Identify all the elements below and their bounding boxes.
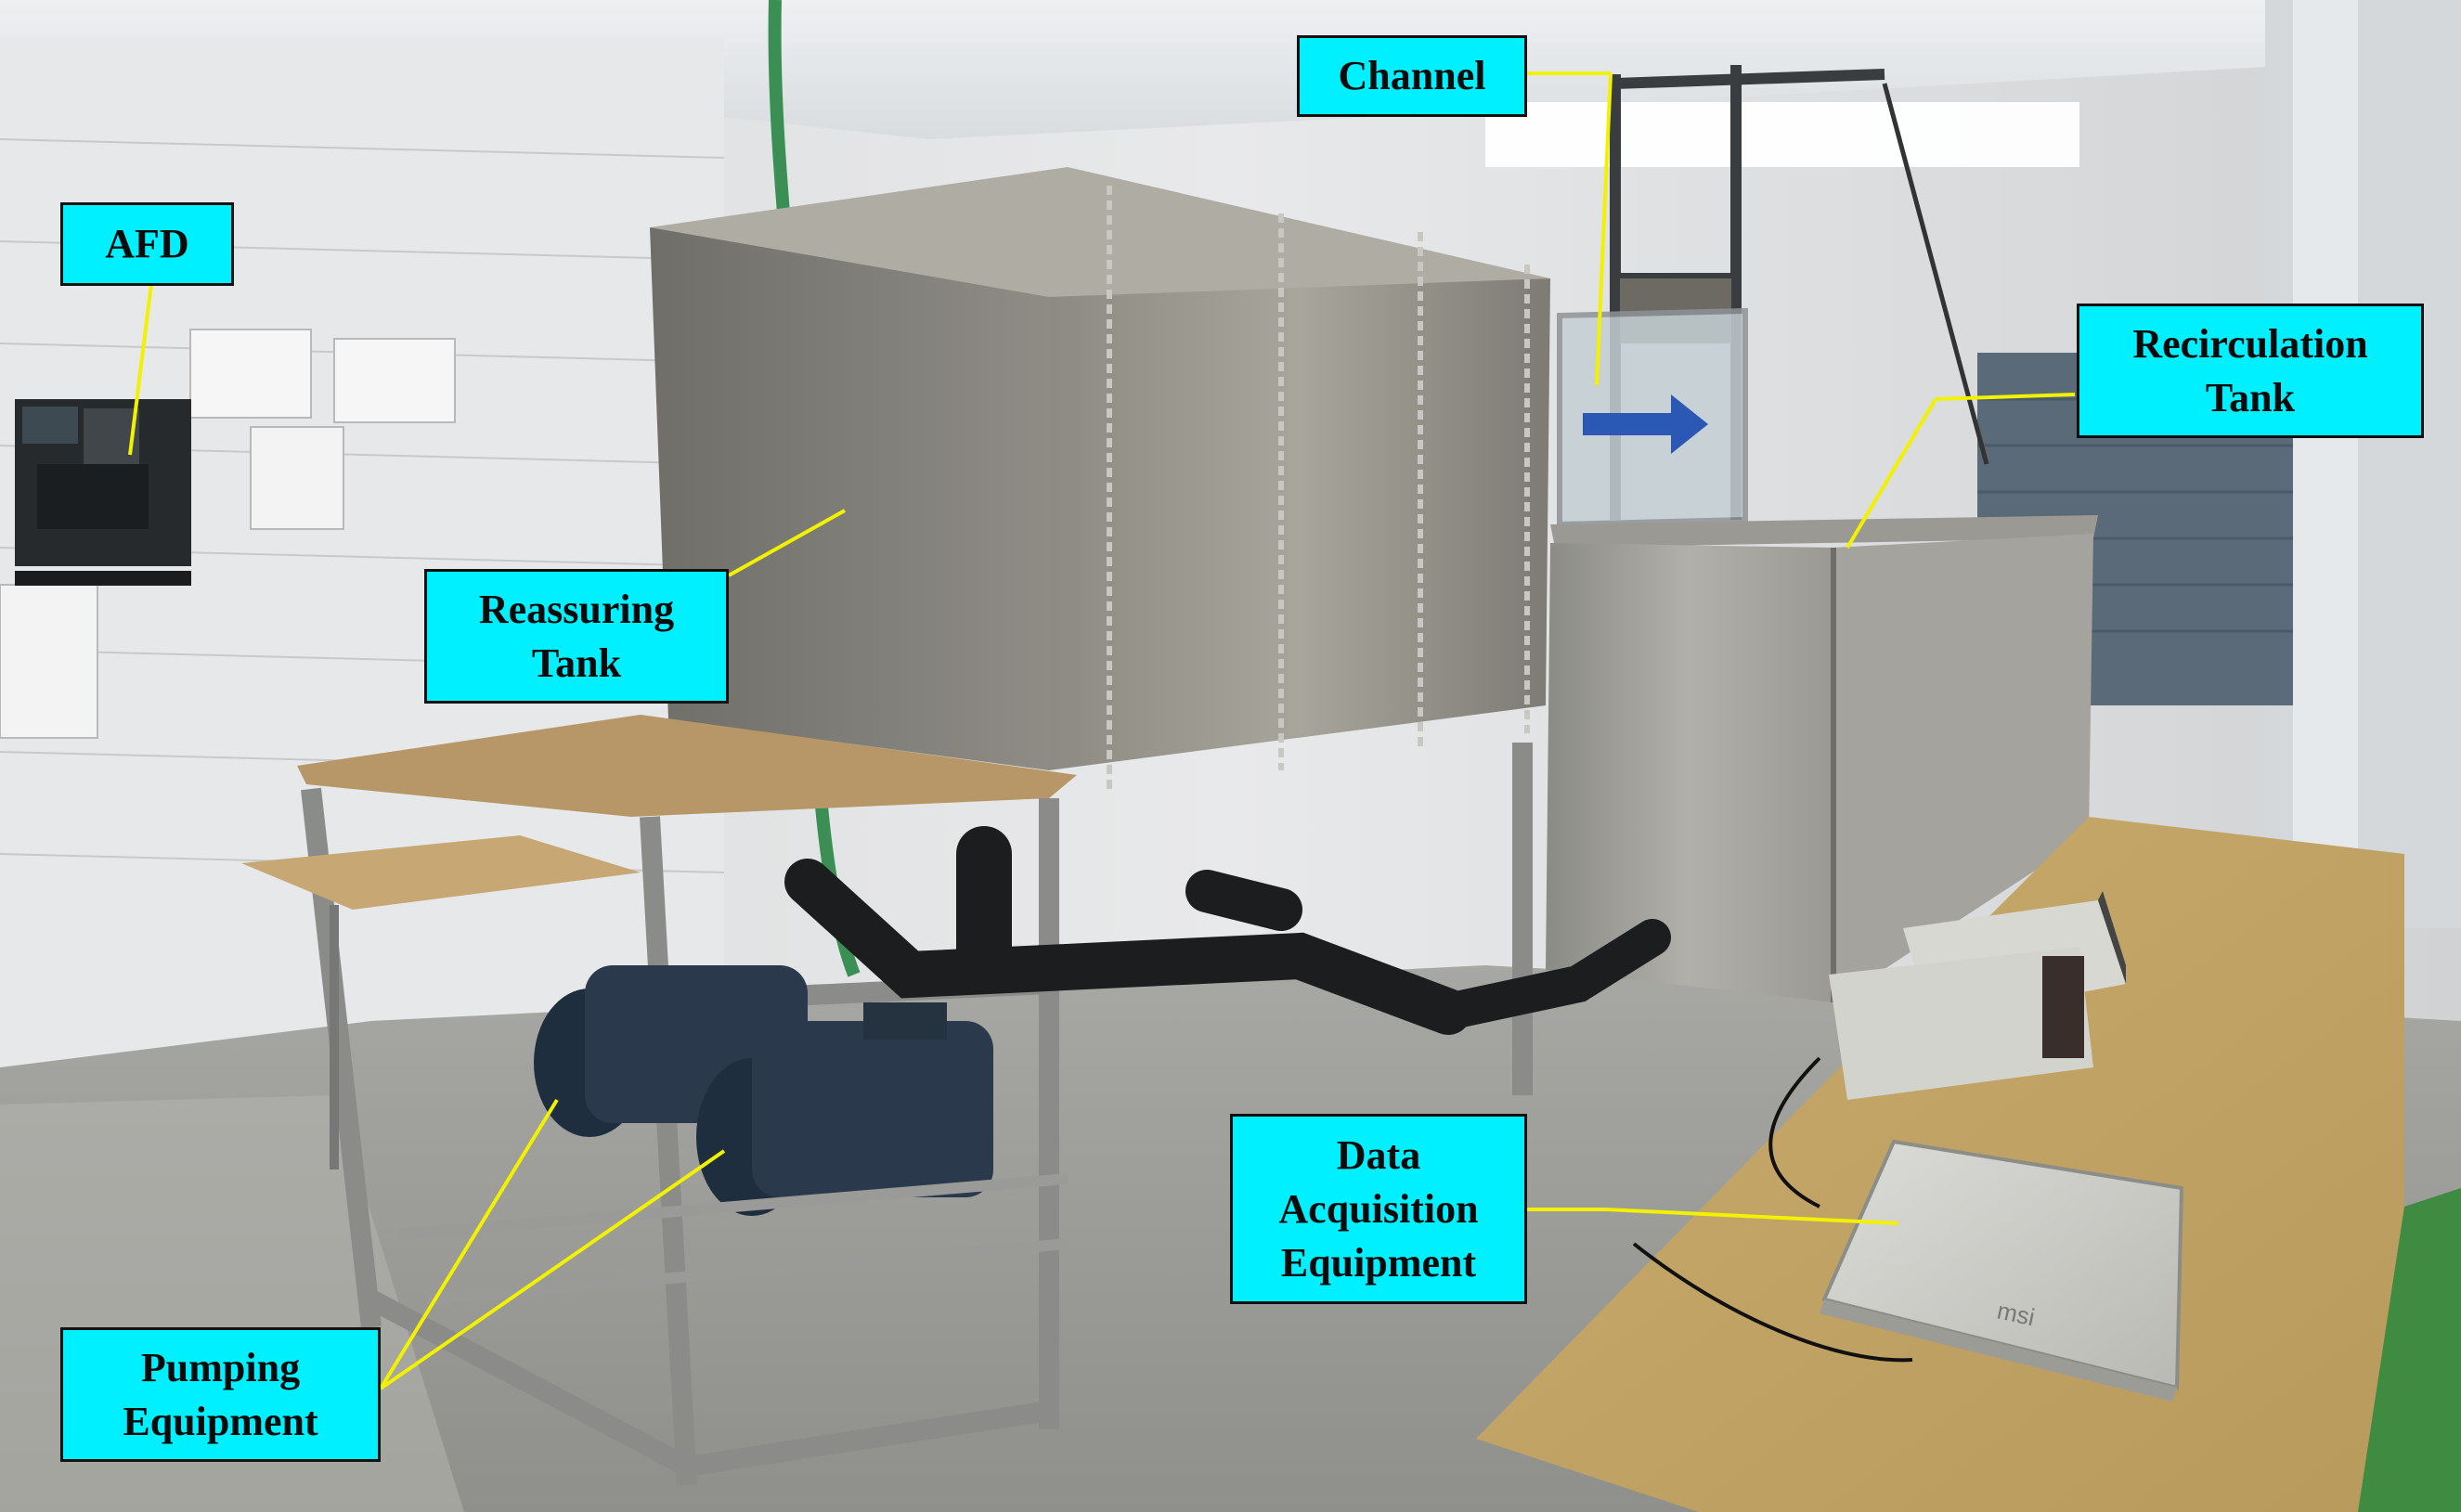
workbench-green-underside [2358, 1188, 2461, 1512]
afd-device [15, 399, 191, 586]
afd-label-text: AFD [105, 221, 189, 266]
reassuring-tank-label-line2: Tank [531, 640, 622, 686]
wall-poster-4 [0, 584, 98, 739]
wall-poster-2 [333, 338, 456, 423]
ceiling-light [1485, 102, 2079, 167]
pumping-equipment-label-line1: Pumping [140, 1344, 301, 1390]
pumping-equipment-label: Pumping Equipment [60, 1327, 381, 1462]
flow-arrow-icon [1583, 394, 1708, 454]
pump-base-rails [398, 1173, 1069, 1305]
power-supply-2 [1829, 947, 2093, 1100]
data-acquisition-label-line2: Acquisition [1278, 1185, 1479, 1232]
support-frame [301, 743, 1533, 1486]
pipes [784, 826, 1671, 1035]
reassuring-tank-label-line1: Reassuring [478, 586, 675, 632]
left-bench-top [241, 835, 641, 910]
recirculation-tank-label: Recirculation Tank [2077, 304, 2424, 438]
recirculation-tank-label-line1: Recirculation [2132, 320, 2368, 367]
data-acquisition-label-line3: Equipment [1280, 1239, 1477, 1286]
pumping-equipment-label-line2: Equipment [123, 1398, 318, 1444]
data-acquisition-label-line1: Data [1336, 1131, 1421, 1178]
channel-cable [1882, 83, 1989, 465]
wall-poster-1 [189, 329, 312, 419]
recirculation-tank-label-line2: Tank [2205, 374, 2296, 420]
pump-motor-1 [534, 965, 808, 1137]
wall-poster-3 [250, 426, 344, 530]
recirculation-tank-side [1833, 534, 2093, 1002]
channel-label-text: Channel [1338, 53, 1486, 98]
channel-label: Channel [1297, 35, 1527, 117]
pump-motor-2 [696, 1002, 993, 1216]
support-table-top [297, 715, 1077, 817]
recirculation-tank-front [1546, 543, 1833, 1002]
reassuring-tank-label: Reassuring Tank [424, 569, 729, 704]
laptop-cable [1768, 1056, 1821, 1208]
leader-lines [128, 71, 2076, 1390]
tank-chains [1107, 186, 1530, 789]
recirculation-tank-top [1550, 515, 2098, 548]
column-highlight [2293, 0, 2358, 928]
afd-label: AFD [60, 202, 234, 286]
laptop-usb-cable [1632, 1242, 1913, 1363]
laptop: msi [1820, 1139, 2184, 1402]
reassuring-tank-front-face [1049, 278, 1550, 770]
reassuring-tank-left-face [650, 227, 1049, 770]
data-acquisition-label: Data Acquisition Equipment [1230, 1114, 1527, 1304]
